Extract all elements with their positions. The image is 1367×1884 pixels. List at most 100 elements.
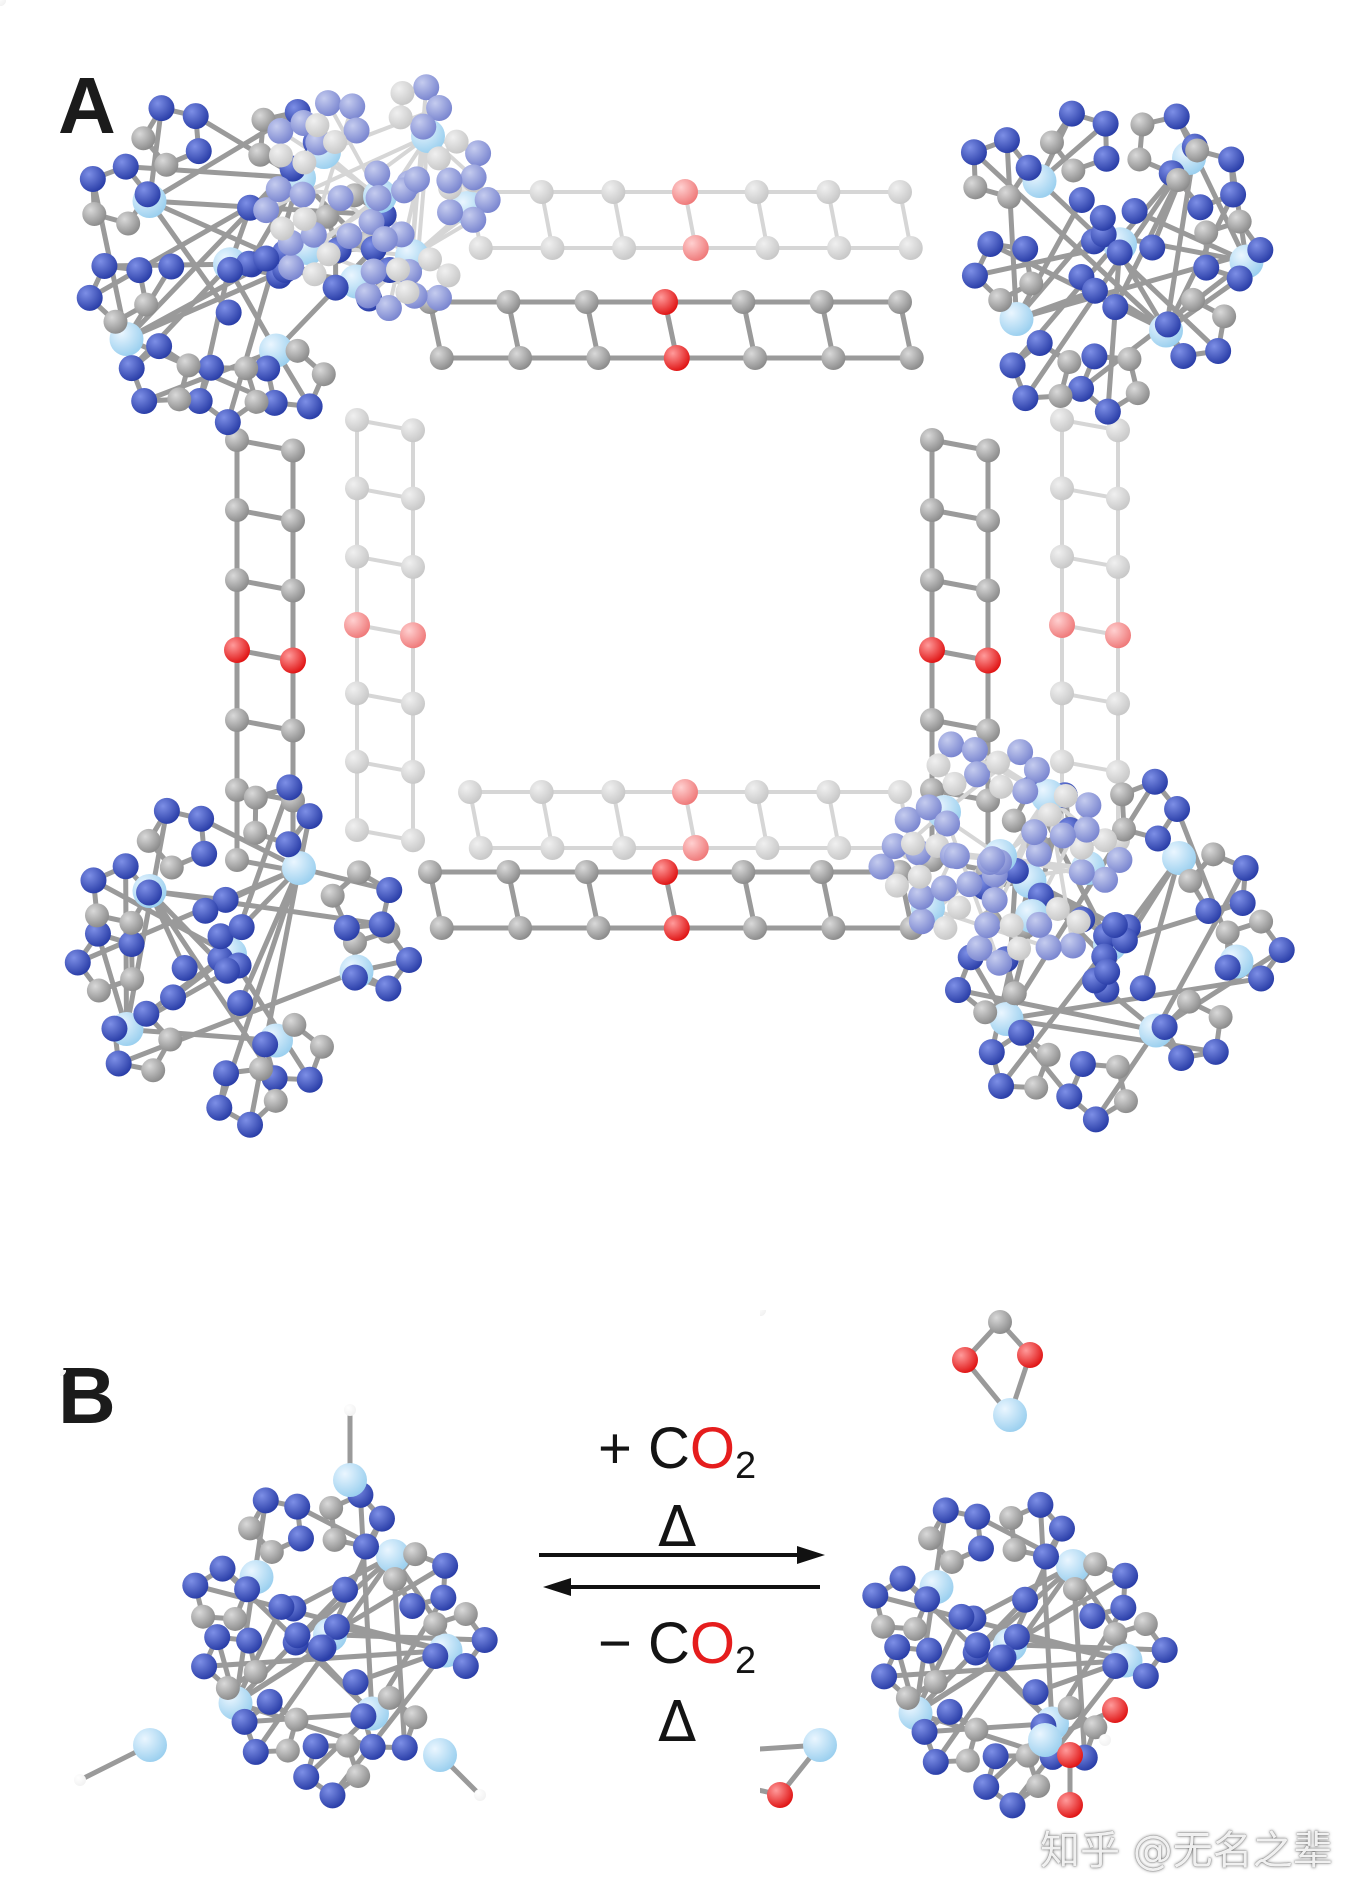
carbon-atom [920,568,944,592]
carbon-atom-back [1106,486,1130,511]
nitrogen-atom [112,853,139,880]
nitrogen-atom [188,805,215,832]
nitrogen-atom [987,1644,1014,1671]
carbon-atom [311,362,336,387]
carbon-atom [1057,1695,1082,1720]
nitrogen-atom [146,333,173,360]
oxygen-atom [663,345,690,371]
nitrogen-atom [160,984,187,1011]
nitrogen-atom [254,355,281,382]
carbon-atom [1176,989,1201,1014]
nitrogen-atom [1195,897,1222,924]
carbon-atom [976,438,1000,463]
nitrogen-atom [214,957,241,984]
bond [971,149,1169,333]
nitrogen-atom [80,867,107,894]
carbon-atom [586,916,611,940]
nitrogen-atom-back [881,833,908,860]
nitrogen-atom-back [1026,911,1053,938]
carbon-atom [496,860,521,884]
nitrogen-atom-back [894,806,921,833]
carbon-atom [1057,349,1082,374]
nitrogen-atom-back [1073,816,1100,843]
carbon-atom-back [401,486,425,511]
nitrogen-atom [399,1592,426,1619]
zinc-atom [133,1728,167,1762]
carbon-atom [809,860,834,884]
carbon-atom [903,1616,928,1641]
nitrogen-atom [1202,1038,1229,1065]
carbon-atom [999,1505,1024,1530]
nitrogen-atom-back [986,949,1013,976]
nitrogen-atom-back [426,94,453,121]
nitrogen-atom-back [343,117,370,144]
carbon-atom-back [933,915,958,940]
carbon-atom-back [390,80,415,105]
nitrogen-atom [1151,1637,1178,1664]
oxygen-atom [767,1782,793,1808]
nitrogen-atom [1093,145,1120,172]
nitrogen-atom [332,1576,359,1603]
carbon-atom-back [401,759,425,784]
equilibrium-arrows [539,1546,825,1596]
carbon-atom [809,290,834,314]
bond [1004,975,1264,1022]
nitrogen-atom [84,920,111,947]
carbon-atom [731,860,756,884]
nitrogen-atom-back [1068,859,1095,886]
nitrogen-atom [287,1525,314,1552]
carbon-atom [923,1669,948,1694]
nitrogen-atom-back [915,794,942,821]
nitrogen-atom [1154,311,1181,338]
hydrogen-atom [1099,1734,1111,1746]
nitrogen-atom [932,1497,959,1524]
nitrogen-atom [375,975,402,1002]
carbon-atom [574,290,599,314]
nitrogen-atom [1193,254,1220,281]
nitrogen-atom [112,153,139,180]
bond [1004,137,1019,322]
nitrogen-atom [1068,375,1095,402]
carbon-atom-back [601,180,626,204]
nitrogen-atom-back [1021,819,1048,846]
carbon-atom-back [292,206,317,231]
nitrogen-atom [322,274,349,301]
carbon-atom [988,287,1013,312]
nitrogen-atom [1187,194,1214,221]
nitrogen-atom [982,1743,1009,1770]
oxygen-atom-back [344,612,370,638]
nitrogen-atom [293,1763,320,1790]
carbon-atom [346,860,371,885]
nitrogen-atom [1012,385,1039,412]
nitrogen-atom [341,964,368,991]
nitrogen-atom [862,1582,889,1609]
nitrogen-atom [1069,1050,1096,1077]
bond [327,1632,488,1643]
carbon-atom-back [529,180,554,204]
nitrogen-atom [396,947,423,974]
nitrogen-atom [296,393,323,420]
nitrogen-atom [352,1533,379,1560]
nitrogen-atom [296,1066,323,1093]
carbon-atom-back [388,105,413,130]
nitrogen-atom [1268,937,1295,964]
atoms [60,1370,498,1809]
carbon-atom-back [942,771,967,796]
carbon-atom [976,508,1000,533]
nitrogen-atom [171,955,198,982]
nitrogen-atom [153,797,180,824]
nitrogen-atom [368,911,395,938]
carbon-atom-back [395,280,420,305]
nitrogen-atom [1015,154,1042,181]
nitrogen-atom [1068,187,1095,214]
nitrogen-atom-back [1025,840,1052,867]
nitrogen-atom [1170,342,1197,369]
nitrogen-atom [961,262,988,289]
carbon-atom-back [316,242,341,267]
nitrogen-atom [1027,1491,1054,1518]
panel-b-label: B [58,1351,116,1440]
nitrogen-atom-back [355,282,382,309]
carbon-atom [920,428,944,452]
carbon-atom-back [888,780,912,804]
nitrogen-atom [1008,1019,1035,1046]
